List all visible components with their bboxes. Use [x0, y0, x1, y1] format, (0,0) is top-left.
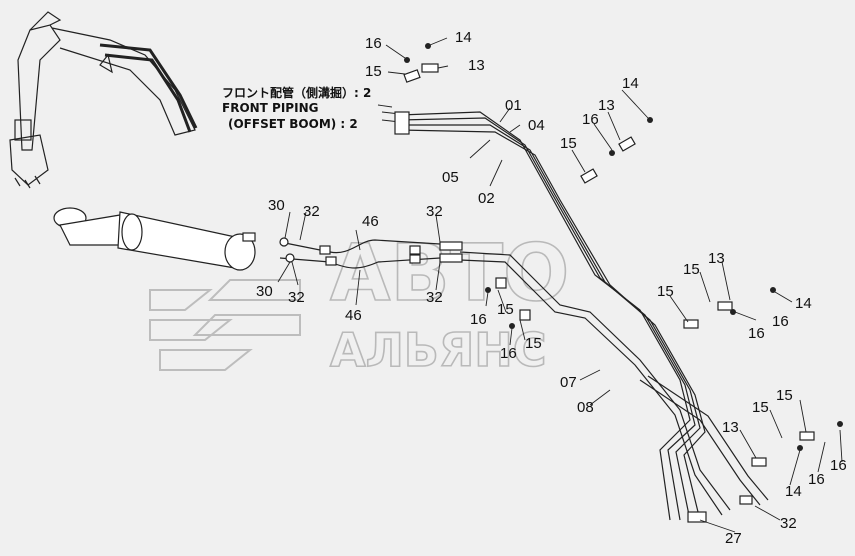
- label-16: 16: [748, 325, 765, 342]
- label-13: 13: [722, 419, 739, 436]
- label-15: 15: [776, 387, 793, 404]
- label-01: 01: [505, 97, 522, 114]
- label-15: 15: [560, 135, 577, 152]
- label-32: 32: [780, 515, 797, 532]
- clamps: [403, 43, 843, 467]
- label-13: 13: [708, 250, 725, 267]
- label-46: 46: [345, 307, 362, 324]
- note-japanese: フロント配管（側溝掘）: 2: [222, 85, 371, 100]
- label-16: 16: [830, 457, 847, 474]
- label-15: 15: [683, 261, 700, 278]
- label-13: 13: [468, 57, 485, 74]
- label-15: 15: [497, 301, 514, 318]
- label-07: 07: [560, 374, 577, 391]
- label-32: 32: [303, 203, 320, 220]
- label-02: 02: [478, 190, 495, 207]
- label-15: 15: [752, 399, 769, 416]
- label-16: 16: [470, 311, 487, 328]
- cylinder-hoses: [279, 237, 441, 269]
- label-14: 14: [795, 295, 812, 312]
- note-english-1: FRONT PIPING: [222, 101, 318, 115]
- label-14: 14: [455, 29, 472, 46]
- watermark-logo-icon: [149, 279, 301, 371]
- label-32: 32: [426, 203, 443, 220]
- note-english-2: (OFFSET BOOM) : 2: [228, 117, 358, 131]
- label-15: 15: [365, 63, 382, 80]
- label-46: 46: [362, 213, 379, 230]
- label-05: 05: [442, 169, 459, 186]
- label-14: 14: [622, 75, 639, 92]
- label-16: 16: [772, 313, 789, 330]
- label-16: 16: [500, 345, 517, 362]
- label-27: 27: [725, 530, 742, 547]
- pipe-bundle: [394, 111, 769, 523]
- boom-cylinder: [53, 207, 256, 271]
- label-30: 30: [256, 283, 273, 300]
- excavator-thumbnail: [9, 11, 198, 189]
- label-15: 15: [525, 335, 542, 352]
- label-16: 16: [365, 35, 382, 52]
- label-14: 14: [785, 483, 802, 500]
- label-16: 16: [808, 471, 825, 488]
- label-08: 08: [577, 399, 594, 416]
- label-16: 16: [582, 111, 599, 128]
- label-32: 32: [288, 289, 305, 306]
- label-15: 15: [657, 283, 674, 300]
- label-30: 30: [268, 197, 285, 214]
- label-32: 32: [426, 289, 443, 306]
- label-04: 04: [528, 117, 545, 134]
- leader-lines: [277, 37, 843, 533]
- watermark-line2: АЛЬЯНС: [330, 323, 547, 377]
- part-labels: 16 14 15 13 14 13 16 15 01 04 05 02 30 3…: [256, 29, 847, 547]
- label-13: 13: [598, 97, 615, 114]
